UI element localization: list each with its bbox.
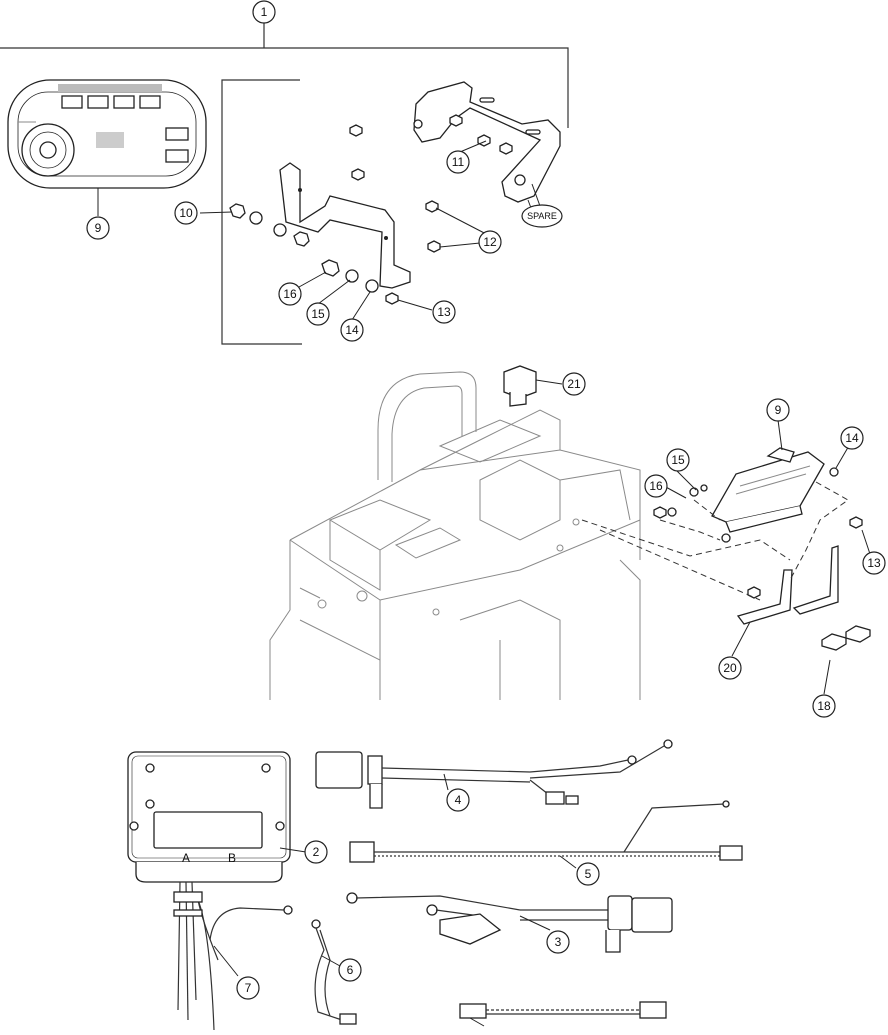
callout-c6: 6 (338, 958, 362, 982)
dashed-assembly-lines (581, 481, 849, 601)
control-module: A B (127, 751, 291, 883)
callout-circle (562, 372, 586, 396)
callout-number: 7 (245, 981, 252, 995)
callout-number: 9 (775, 403, 782, 417)
callout-c7: 7 (236, 976, 260, 1000)
callout-number: 14 (845, 431, 859, 445)
callout-c16b: 16 (644, 474, 668, 498)
callout-number: 13 (867, 556, 881, 570)
callout-circle (862, 551, 886, 575)
callout-number: 3 (555, 935, 562, 949)
callout-circle (306, 302, 330, 326)
callout-circle (278, 282, 302, 306)
callout-c15b: 15 (666, 448, 690, 472)
callout-circle (718, 656, 742, 680)
callout-number: 21 (567, 377, 581, 391)
callout-number: 6 (347, 963, 354, 977)
callout-circle (446, 788, 470, 812)
callout-circle (766, 398, 790, 422)
callout-c13b: 13 (862, 551, 886, 575)
callout-c16a: 16 (278, 282, 302, 306)
callout-c14b: 14 (840, 426, 864, 450)
callout-c5: 5 (576, 862, 600, 886)
callout-number: 11 (452, 155, 465, 169)
spare-text: SPARE (527, 211, 557, 221)
callout-number: 15 (671, 453, 685, 467)
callout-circle (86, 216, 110, 240)
callout-number: 15 (311, 307, 325, 321)
callout-circle (304, 840, 328, 864)
callout-circle (840, 426, 864, 450)
callout-c13a: 13 (432, 300, 456, 324)
callout-number: 9 (95, 221, 102, 235)
callout-circle (338, 958, 362, 982)
mounting-bracket-group (221, 79, 561, 345)
harness-4 (315, 739, 673, 809)
bracket-20 (736, 516, 871, 651)
callout-circle (340, 318, 364, 342)
callout-number: 16 (283, 287, 297, 301)
harness-7 (173, 881, 293, 1031)
callout-c15a: 15 (306, 302, 330, 326)
callout-number: 12 (483, 235, 497, 249)
controller-unit (711, 447, 825, 533)
callout-circle (576, 862, 600, 886)
leader-lines-bottom (213, 773, 577, 1027)
module-letter-a: A (182, 851, 190, 865)
callout-c9: 9 (86, 216, 110, 240)
callout-circle (174, 201, 198, 225)
callout-c4: 4 (446, 788, 470, 812)
callout-circle (252, 0, 276, 24)
callout-number: 14 (345, 323, 359, 337)
callout-c2: 2 (304, 840, 328, 864)
callout-number: 5 (585, 867, 592, 881)
callout-number: 13 (437, 305, 451, 319)
switch-part (503, 365, 537, 407)
callout-c20: 20 (718, 656, 742, 680)
leader-lines-middle (535, 379, 871, 695)
callout-circle (644, 474, 668, 498)
callout-c3: 3 (546, 930, 570, 954)
callout-number: 18 (817, 699, 831, 713)
callout-circle (546, 930, 570, 954)
callout-circle (432, 300, 456, 324)
harness-bottom (459, 1001, 667, 1019)
callout-circle (812, 694, 836, 718)
callout-number: 1 (261, 5, 268, 19)
controller-panel (7, 79, 207, 189)
callout-number: 10 (179, 206, 193, 220)
leader-lines-top (97, 140, 535, 321)
callout-circle (666, 448, 690, 472)
callout-c9b: 9 (766, 398, 790, 422)
machine-frame (269, 371, 641, 700)
callout-c18: 18 (812, 694, 836, 718)
callout-c14a: 14 (340, 318, 364, 342)
callout-number: 4 (455, 793, 462, 807)
callout-c12: 12 (478, 230, 502, 254)
callout-number: 2 (313, 845, 320, 859)
module-letter-b: B (228, 851, 236, 865)
spare-label: SPARE (521, 183, 563, 228)
callout-circle (446, 150, 470, 174)
callout-layer: 1 9 10 11 12 13 14 15 16 21 9 14 15 16 13 20 18 2 4 5 3 6 7 (86, 0, 886, 1000)
callout-number: 20 (723, 661, 737, 675)
harness-3 (346, 892, 673, 953)
kit-bracket-line (0, 22, 569, 128)
callout-circle (478, 230, 502, 254)
callout-number: 16 (649, 479, 663, 493)
harness-5 (349, 800, 743, 863)
callout-c11: 11 (446, 150, 470, 174)
callout-circle (236, 976, 260, 1000)
callout-c10: 10 (174, 201, 198, 225)
callout-c21: 21 (562, 372, 586, 396)
callout-c1: 1 (252, 0, 276, 24)
